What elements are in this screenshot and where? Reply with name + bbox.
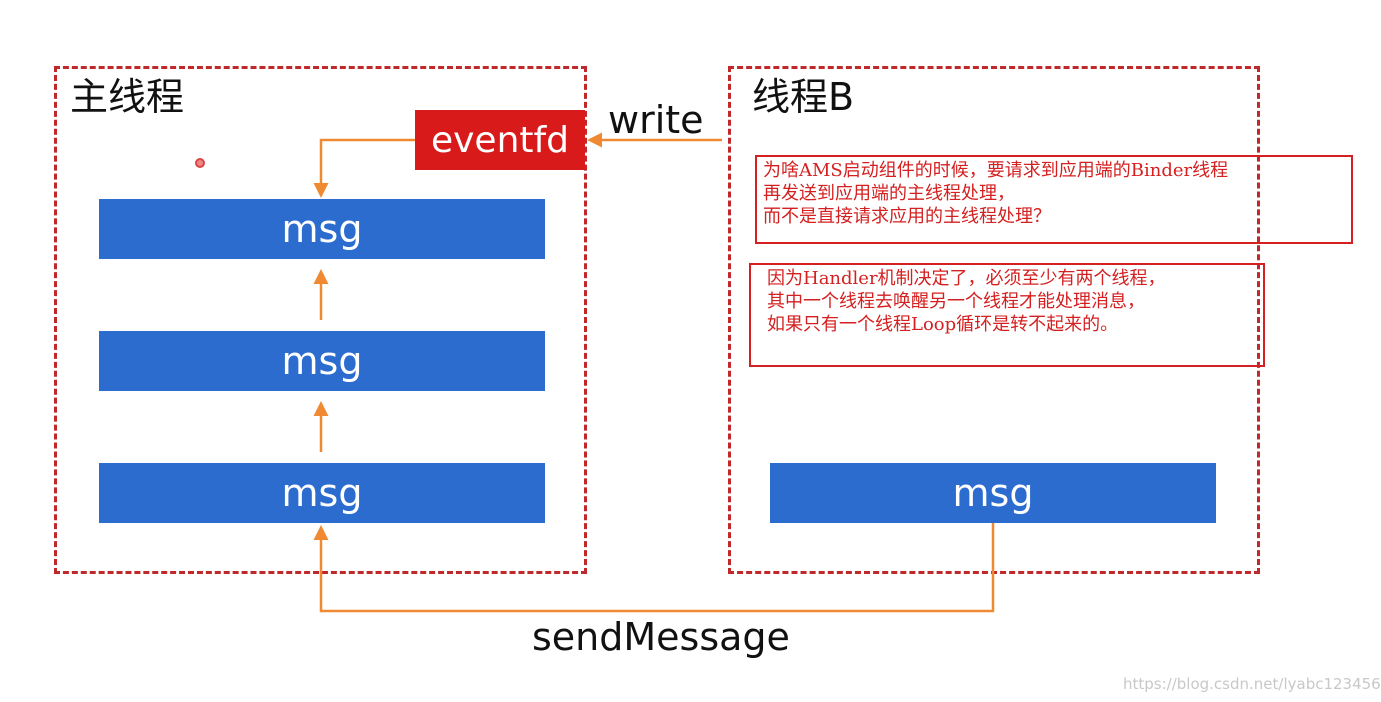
thread-b-title: 线程B — [752, 75, 855, 119]
eventfd-to-msg-arrow — [313, 138, 415, 198]
watermark: https://blog.csdn.net/lyabc123456 — [1123, 675, 1381, 693]
thread-b-msg: msg — [770, 463, 1216, 523]
write-label: write — [608, 98, 704, 142]
main-thread-title: 主线程 — [70, 75, 185, 119]
answer-note: 因为Handler机制决定了，必须至少有两个线程， 其中一个线程去唤醒另一个线程… — [749, 263, 1265, 367]
main-msg-2: msg — [99, 331, 545, 391]
main-msg-3: msg — [99, 463, 545, 523]
send-message-arrow — [313, 523, 995, 613]
eventfd-box: eventfd — [415, 110, 585, 170]
cursor-dot — [195, 158, 205, 168]
main-msg-1: msg — [99, 199, 545, 259]
send-message-label: sendMessage — [532, 615, 790, 659]
question-note: 为啥AMS启动组件的时候，要请求到应用端的Binder线程 再发送到应用端的主线… — [755, 155, 1353, 244]
